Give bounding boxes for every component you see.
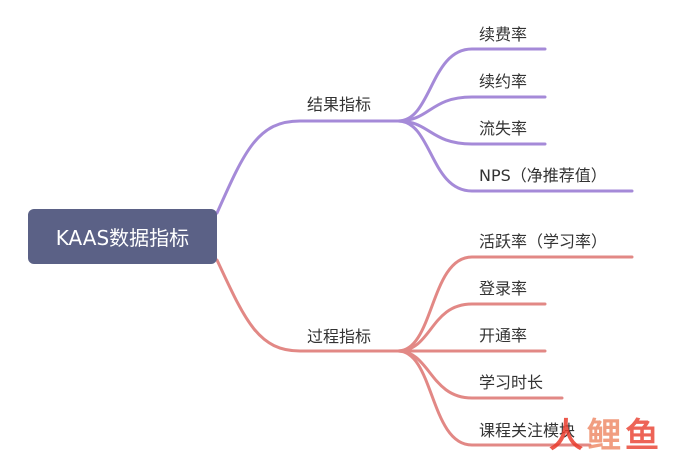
leaf-node-contract-renewal-rate[interactable]: 续约率: [479, 72, 528, 91]
leaf-node-login-rate[interactable]: 登录率: [479, 279, 528, 298]
branch-connectors-results: [215, 47, 634, 215]
branch-node-results[interactable]: 结果指标: [307, 95, 372, 114]
connector-root-results: [215, 119, 400, 215]
leaf-node-active-rate[interactable]: 活跃率（学习率）: [479, 232, 608, 251]
leaf-node-activation-rate[interactable]: 开通率: [479, 326, 528, 345]
connector-root-process: [215, 258, 400, 353]
connector-results-child-4: [396, 119, 634, 193]
leaf-node-nps[interactable]: NPS（净推荐值）: [479, 166, 607, 185]
leaf-node-course-module[interactable]: 课程关注模块: [479, 421, 576, 440]
root-node-label: KAAS数据指标: [55, 226, 190, 250]
connector-process-child-5: [396, 349, 592, 447]
connector-results-child-1: [396, 47, 547, 123]
watermark-logo: 人 鲤 鱼: [549, 416, 659, 456]
leaf-node-churn-rate[interactable]: 流失率: [479, 119, 528, 138]
root-node[interactable]: KAAS数据指标: [28, 209, 217, 264]
leaf-node-renewal-rate[interactable]: 续费率: [479, 25, 528, 44]
connector-process-child-2: [396, 302, 547, 353]
watermark-char: 人: [549, 416, 583, 456]
connector-process-child-1: [396, 255, 634, 353]
watermark-char: 鱼: [625, 416, 659, 456]
leaf-node-study-duration[interactable]: 学习时长: [479, 373, 544, 392]
watermark-char: 鲤: [587, 416, 621, 456]
branch-connectors-process: [215, 255, 634, 447]
connector-results-child-2: [396, 95, 547, 123]
branch-node-process[interactable]: 过程指标: [307, 327, 372, 346]
